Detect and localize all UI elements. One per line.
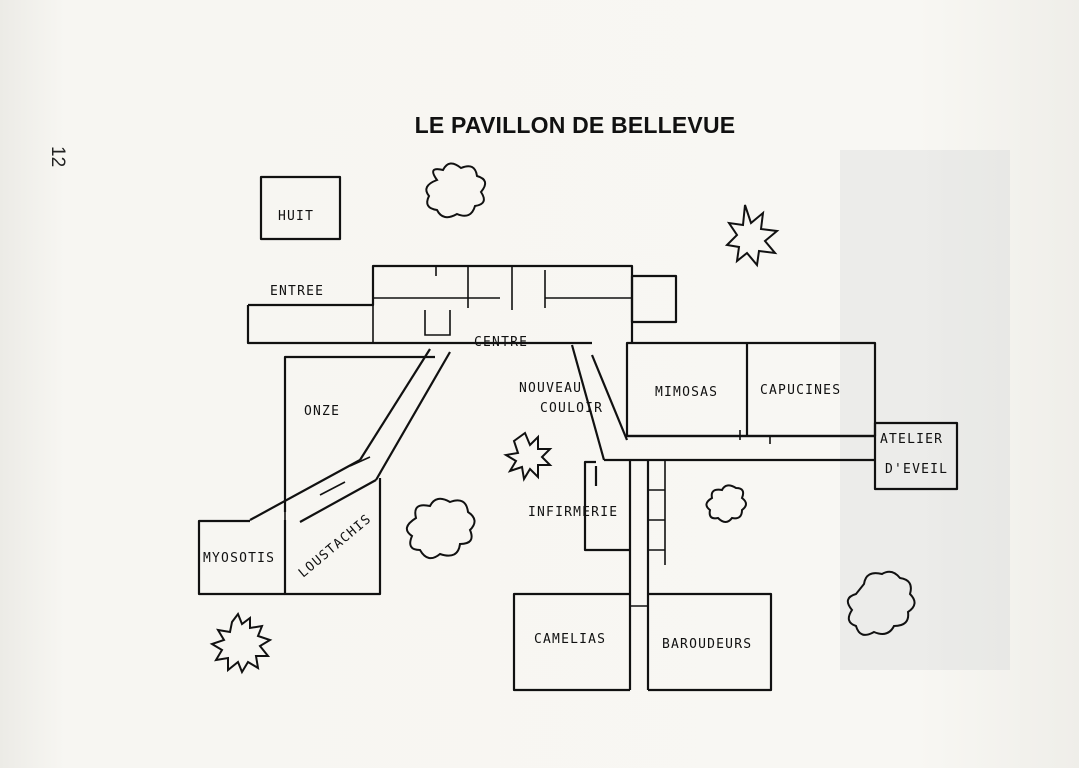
page-title: LE PAVILLON DE BELLEVUE — [414, 112, 736, 138]
room-mimosas-capucines: MIMOSAS CAPUCINES — [625, 341, 877, 438]
shrub-icon — [209, 611, 273, 675]
room-label-couloir: COULOIR — [540, 401, 603, 416]
room-label-atelier: ATELIER — [880, 432, 943, 447]
tree-icon — [405, 497, 476, 560]
lower-corridor — [604, 430, 875, 462]
room-onze: ONZE — [283, 355, 435, 520]
room-label-nouveau: NOUVEAU — [519, 381, 582, 396]
main-building: ENTREE CENTRE — [246, 264, 678, 350]
room-label-baroudeurs: BAROUDEURS — [662, 637, 752, 652]
room-label-capucines: CAPUCINES — [760, 383, 841, 398]
room-label-huit: HUIT — [278, 209, 314, 224]
tree-icon — [846, 570, 916, 636]
room-huit: HUIT — [259, 175, 342, 241]
room-myosotis: MYOSOTIS — [197, 519, 285, 596]
room-label-deveil: D'EVEIL — [885, 462, 948, 477]
room-camelias-baroudeurs: CAMELIAS BAROUDEURS — [512, 592, 773, 692]
room-infirmerie: INFIRMERIE — [528, 460, 666, 690]
room-label-camelias: CAMELIAS — [534, 632, 606, 647]
star-shrub-icon — [503, 431, 553, 482]
diagonal-corridor — [249, 348, 451, 523]
room-loustachis: LOUSTACHIS — [283, 478, 382, 596]
room-label-infirmerie: INFIRMERIE — [528, 505, 618, 520]
room-atelier-deveil: ATELIER D'EVEIL — [873, 421, 959, 491]
bleed-through-shadow — [840, 150, 1010, 670]
room-nouveau-couloir: NOUVEAU COULOIR — [519, 344, 629, 461]
room-label-loustachis: LOUSTACHIS — [296, 512, 375, 582]
star-shrub-icon — [724, 204, 780, 268]
room-label-entree: ENTREE — [270, 284, 324, 299]
tree-icon — [705, 484, 747, 523]
room-label-centre: CENTRE — [474, 335, 528, 350]
room-label-onze: ONZE — [304, 404, 340, 419]
room-label-mimosas: MIMOSAS — [655, 385, 718, 400]
room-label-myosotis: MYOSOTIS — [203, 551, 275, 566]
tree-icon — [425, 162, 487, 219]
